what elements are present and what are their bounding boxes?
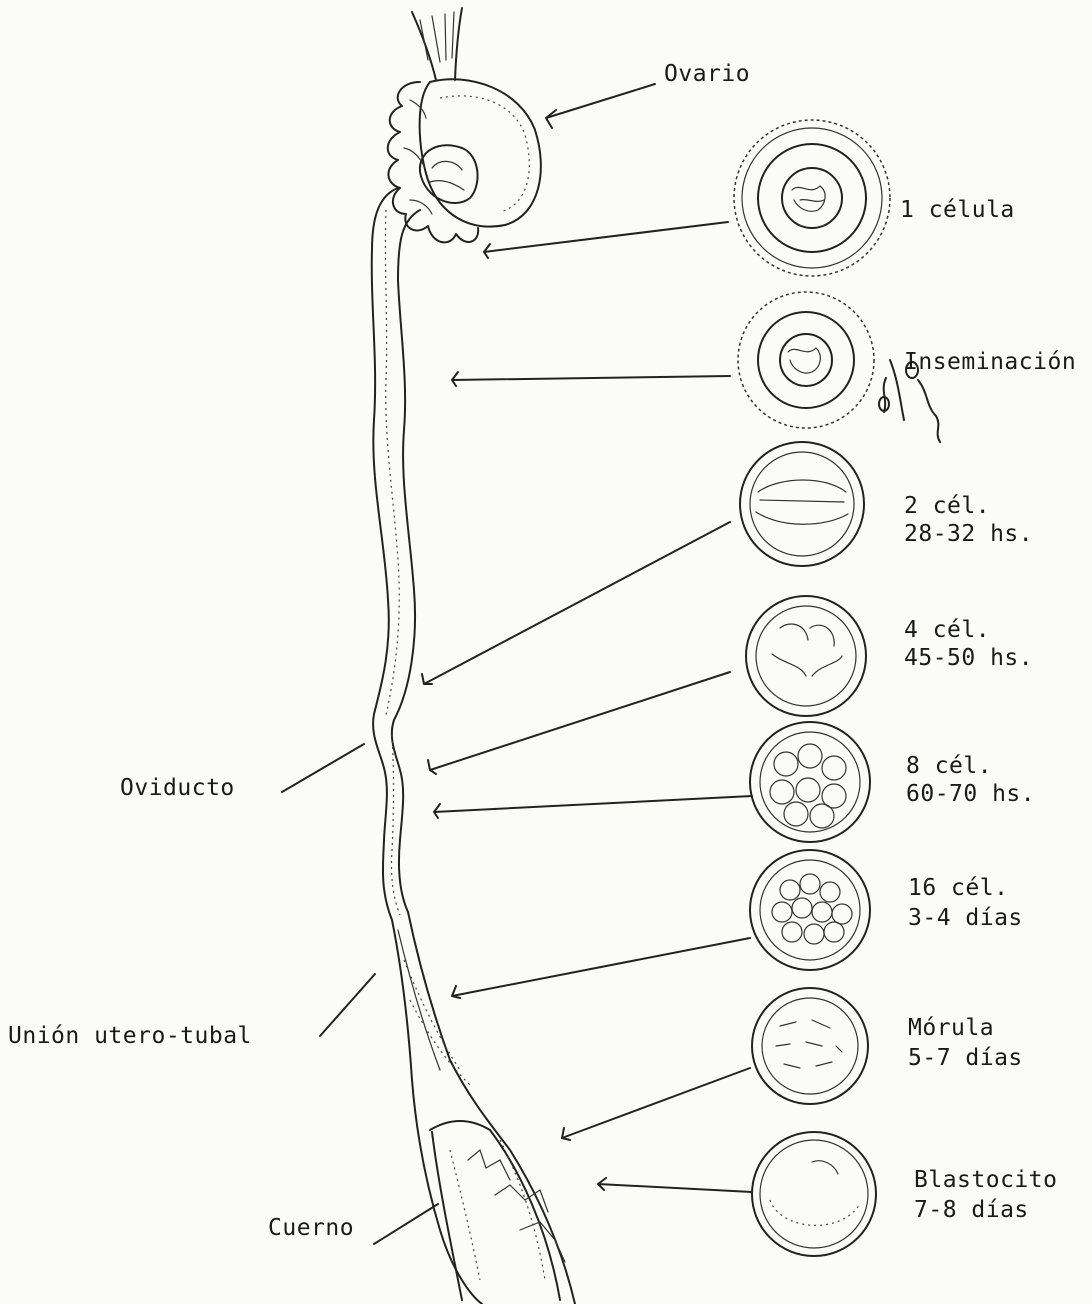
arrow-2 <box>452 372 730 386</box>
ovario-pointer <box>546 84 655 118</box>
arrow-8 <box>598 1178 752 1192</box>
left-pointers <box>282 84 655 1244</box>
stage-time-4-cell: 45-50 hs. <box>904 642 1033 674</box>
label-oviducto: Oviducto <box>120 772 235 804</box>
cell-8-cell <box>750 722 870 842</box>
oviduct-tube <box>372 188 420 920</box>
stage-label-blastocyst: Blastocito <box>914 1164 1057 1196</box>
stage-label-insemination: Inseminación <box>904 346 1076 378</box>
stage-time-blastocyst: 7-8 días <box>914 1194 1029 1226</box>
arrow-6 <box>452 938 750 998</box>
label-union-utero-tubal: Unión utero-tubal <box>8 1020 252 1052</box>
stage-arrows <box>422 222 752 1192</box>
label-cuerno: Cuerno <box>268 1212 354 1244</box>
arrow-3 <box>422 522 730 684</box>
label-ovario: Ovario <box>664 58 750 90</box>
arrow-7 <box>562 1068 750 1140</box>
ovary <box>388 8 541 242</box>
cell-1-cell <box>734 120 890 276</box>
uterine-horn <box>392 912 575 1304</box>
cell-blastocyst <box>752 1132 876 1256</box>
stage-label-1-cell: 1 célula <box>900 194 1015 226</box>
arrow-1 <box>484 222 728 258</box>
arrow-4 <box>428 672 730 774</box>
stage-label-16-cell: 16 cél. <box>908 872 1008 904</box>
cell-2-cell <box>740 442 864 566</box>
arrow-5 <box>434 796 752 818</box>
stage-time-8-cell: 60-70 hs. <box>906 778 1035 810</box>
cell-16-cell <box>750 850 870 970</box>
union-pointer <box>320 974 375 1036</box>
stage-time-2-cell: 28-32 hs. <box>904 518 1033 550</box>
stage-time-morula: 5-7 días <box>908 1042 1023 1074</box>
cell-morula <box>752 988 868 1104</box>
stage-time-16-cell: 3-4 días <box>908 902 1023 934</box>
oviducto-pointer <box>282 744 364 792</box>
stage-cells <box>734 120 940 1256</box>
cuerno-pointer <box>374 1204 438 1244</box>
cell-4-cell <box>746 596 866 716</box>
stage-label-morula: Mórula <box>908 1012 994 1044</box>
